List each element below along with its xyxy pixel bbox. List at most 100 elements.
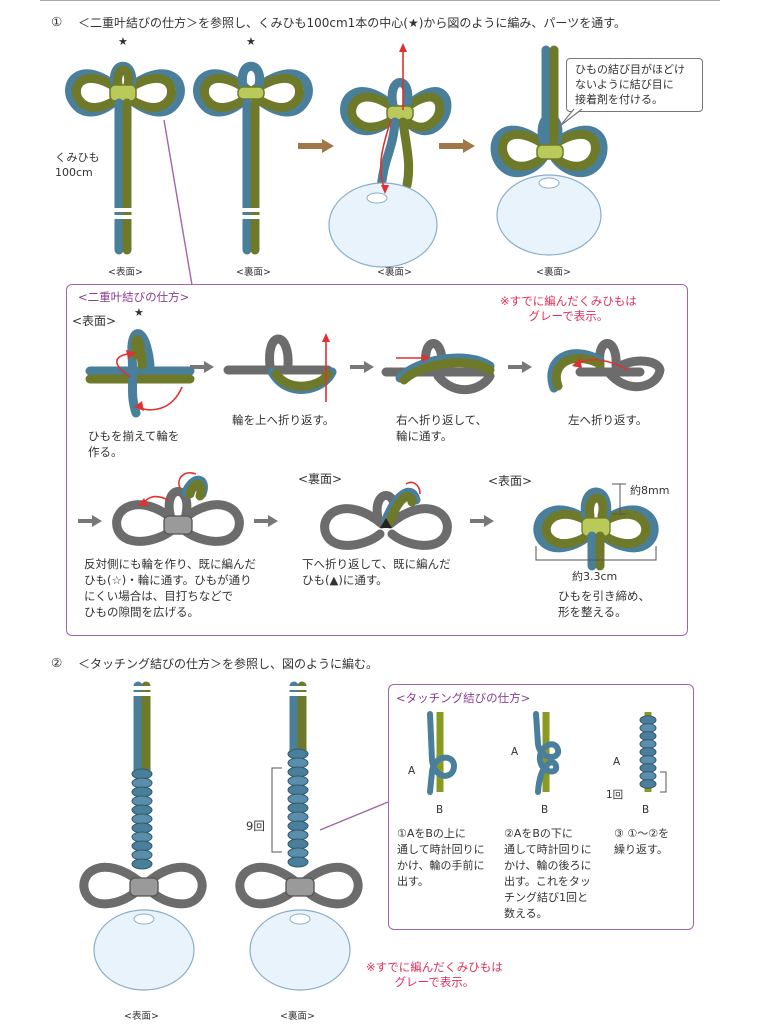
loop-step-d [547, 339, 665, 393]
fig3-label-a: A [613, 756, 621, 768]
caption-g: ひもを引き締め、 形を整える。 [558, 589, 650, 619]
face-label-1: <表面> [108, 267, 143, 278]
face-label-3: <裏面> [377, 267, 412, 278]
finished-knot [533, 483, 659, 571]
coil-knot [287, 811, 309, 823]
star-mark-2: ★ [246, 35, 256, 48]
panel2-caption-2: ②AをBの下に 通して時計回りに かけ、輪の後ろに 出す。これをタッ チング結び… [504, 827, 592, 920]
coil-knot [639, 731, 657, 741]
gray-arrow-g [470, 515, 494, 527]
coil-knot [131, 804, 153, 816]
coil-knot [639, 739, 657, 749]
count-label-9: 9回 [246, 819, 265, 833]
knot-figure-back [193, 61, 313, 255]
panel2-connector [319, 801, 389, 831]
caption-d: 左へ折り返す。 [568, 413, 648, 427]
step1-number: ① [51, 14, 63, 29]
finished-bead-figure [490, 45, 608, 256]
face-label-2: <裏面> [236, 267, 271, 278]
fig3-label-b: B [642, 804, 650, 816]
step1-instruction: ＜二重叶結びの仕方＞を参照し、くみひも100cm1本の中心(★)から図のように編… [78, 16, 626, 30]
panel1-face-front-2: <表面> [488, 474, 533, 488]
loop-step-b [223, 333, 337, 402]
coil-knot [287, 856, 309, 868]
coil-knot [131, 777, 153, 789]
panel2-gray-note: ※すでに編んだくみひもは グレーで表示。 [366, 960, 503, 989]
coil-knot [287, 820, 309, 832]
progress-arrow-2 [439, 139, 475, 153]
loop-step-e [112, 472, 244, 546]
coil-knot [639, 715, 657, 725]
loop-step-a [85, 329, 195, 418]
loop-step-f [320, 481, 452, 550]
panel1-connector [163, 119, 193, 286]
caption-b: 輪を上へ折り返す。 [232, 413, 335, 427]
step2-instruction: ＜タッチング結びの仕方＞を参照し、図のように編む。 [78, 657, 379, 671]
double-knot-panel [66, 284, 688, 636]
caption-a: ひもを揃えて輪を 作る。 [88, 429, 180, 459]
glue-callout-text: ひもの結び目がほどけ ないように結び目に 接着剤を付ける。 [575, 63, 685, 106]
gray-arrow-c [508, 361, 532, 373]
coil-knot [131, 768, 153, 780]
coil-knot [131, 831, 153, 843]
tatting-panel [388, 684, 694, 930]
coil-knot [131, 822, 153, 834]
coil-knot [287, 802, 309, 814]
coil-knot [287, 829, 309, 841]
caption-e: 反対側にも輪を作り、既に編んだ ひも(☆)・輪に通す。ひもが通り にくい場合は、… [84, 557, 257, 619]
threading-bead-figure [328, 43, 452, 268]
coil-knot [131, 858, 153, 870]
coil-knot [131, 786, 153, 798]
coil-knot [639, 779, 657, 789]
coil-knot [287, 766, 309, 778]
tatting-step-2 [533, 711, 561, 795]
panel1-gray-note: ※すでに編んだくみひもは グレーで表示。 [500, 294, 637, 323]
coil-knot [131, 795, 153, 807]
top-rule [40, 0, 720, 1]
gray-arrow-b [350, 361, 374, 373]
panel1-face-back: <裏面> [298, 472, 343, 486]
panel1-title: <二重叶結びの仕方> [78, 290, 190, 304]
fig2-label-b: B [541, 804, 549, 816]
coil-knot [639, 755, 657, 765]
caption-f: 下へ折り返して、既に編んだ ひも(▲)に通す。 [302, 557, 451, 587]
coil-knot [287, 784, 309, 796]
face-label-4: <裏面> [536, 267, 571, 278]
dim-height: 約8mm [630, 484, 670, 497]
step2-number: ② [51, 655, 63, 670]
gray-arrow-f [254, 515, 278, 527]
panel1-face-front: <表面> [72, 314, 117, 328]
coil-knot [287, 775, 309, 787]
coil-knot [287, 847, 309, 859]
fig3-once-label: 1回 [606, 789, 624, 801]
coil-knot [639, 771, 657, 781]
dim-width: 約3.3cm [572, 570, 618, 583]
loop-step-c [381, 339, 495, 395]
coil-knot [287, 838, 309, 850]
coil-knot [287, 748, 309, 760]
coil-knot [287, 793, 309, 805]
coil-knot [639, 747, 657, 757]
star-mark-1: ★ [118, 35, 128, 48]
tatting-step-1 [427, 711, 457, 795]
coil-knot [639, 763, 657, 773]
panel2-title: <タッチング結びの仕方> [396, 691, 531, 705]
glue-callout [566, 58, 703, 112]
panel1-star: ★ [134, 306, 144, 319]
tatting-figure-back [235, 681, 363, 991]
cord-length-label: くみひも 100cm [55, 151, 100, 179]
fig2-label-a: A [511, 746, 519, 758]
step2-face-label-1: <表面> [124, 1011, 159, 1022]
gray-arrow-e [78, 515, 102, 527]
coil-knot [131, 849, 153, 861]
tatting-figure-front [79, 681, 207, 991]
progress-arrow-1 [298, 139, 334, 153]
fig1-label-a: A [408, 765, 416, 777]
coil-knot [131, 813, 153, 825]
coil-knot [639, 723, 657, 733]
coil-knot [131, 840, 153, 852]
fig1-label-b: B [436, 804, 444, 816]
panel2-caption-3: ③ ①～②を 繰り返す。 [614, 827, 670, 856]
tatting-step-3 [639, 712, 667, 793]
panel2-caption-1: ①AをBの上に 通して時計回りに かけ、輪の手前に 出す。 [397, 827, 485, 888]
